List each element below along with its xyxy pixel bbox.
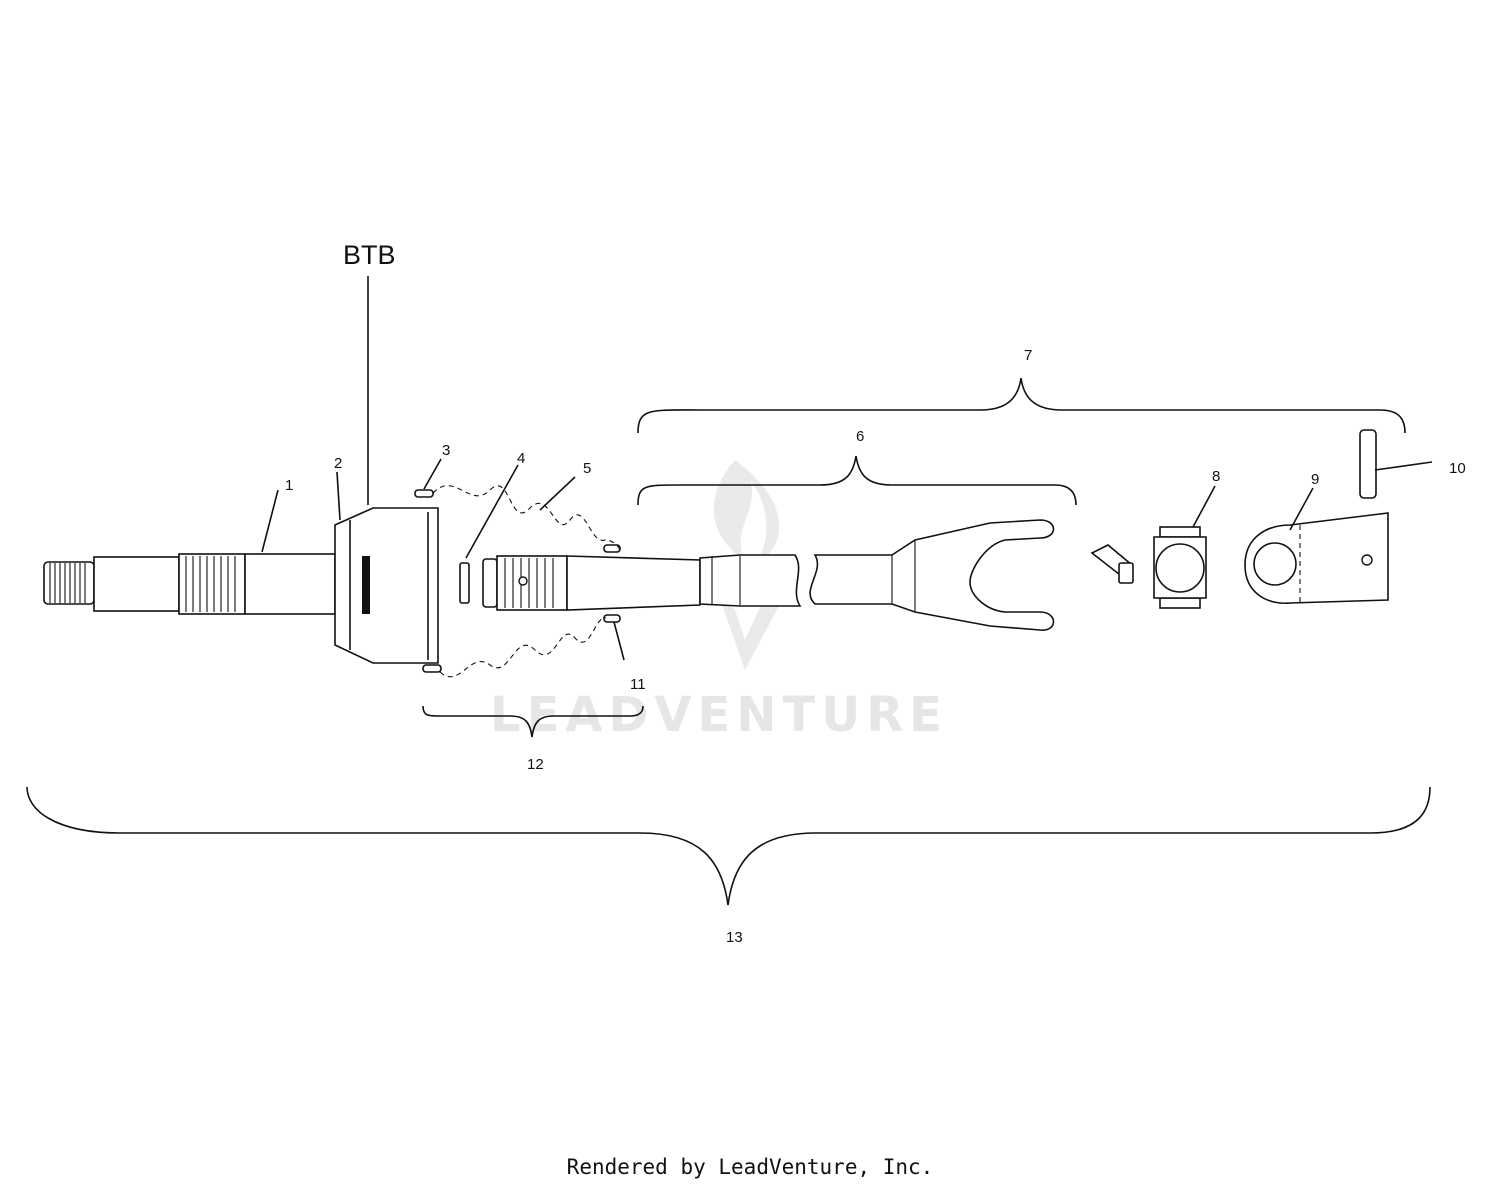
bracket-6 bbox=[637, 455, 1077, 506]
driveshaft-yoke bbox=[699, 519, 1055, 631]
cross-and-bearing bbox=[1090, 526, 1207, 609]
leader-5 bbox=[539, 476, 576, 511]
btb-label: BTB bbox=[343, 240, 396, 270]
callout-6: 6 bbox=[856, 428, 864, 445]
leader-10 bbox=[1374, 461, 1433, 471]
callout-1: 1 bbox=[285, 477, 293, 494]
inner-stub-shaft bbox=[482, 555, 701, 611]
callout-5: 5 bbox=[583, 460, 591, 477]
boot-clamp-upper bbox=[414, 489, 434, 498]
leader-4 bbox=[465, 464, 519, 559]
cv-boot-outline-lower bbox=[439, 617, 607, 678]
leader-9 bbox=[1289, 487, 1314, 531]
callout-4: 4 bbox=[517, 450, 525, 467]
end-yoke bbox=[1244, 512, 1389, 605]
callout-3: 3 bbox=[442, 442, 450, 459]
leader-8 bbox=[1192, 485, 1216, 528]
footer-credit: Rendered by LeadVenture, Inc. bbox=[566, 1155, 934, 1179]
callout-7: 7 bbox=[1024, 347, 1032, 364]
boot-clamp-lower bbox=[422, 664, 442, 673]
axle-shaft bbox=[43, 553, 336, 615]
callout-9: 9 bbox=[1311, 471, 1319, 488]
leader-2 bbox=[336, 471, 341, 521]
callout-2: 2 bbox=[334, 455, 342, 472]
boot-clamp-small-lower bbox=[603, 614, 621, 623]
bracket-12 bbox=[422, 705, 644, 738]
leader-3 bbox=[423, 458, 442, 490]
leader-11 bbox=[613, 621, 625, 661]
callout-12: 12 bbox=[527, 756, 544, 773]
cv-boot-outline bbox=[432, 485, 621, 551]
boot-clamp-small-upper bbox=[603, 544, 621, 553]
callout-8: 8 bbox=[1212, 468, 1220, 485]
callout-13: 13 bbox=[726, 929, 743, 946]
snap-ring bbox=[459, 562, 470, 604]
leader-1 bbox=[261, 489, 279, 553]
callout-10: 10 bbox=[1449, 460, 1466, 477]
watermark-text: LEADVENTURE bbox=[490, 687, 948, 743]
roll-pin bbox=[1359, 429, 1377, 499]
bracket-13 bbox=[26, 786, 1431, 906]
bracket-7 bbox=[637, 377, 1406, 434]
cv-joint-housing bbox=[334, 507, 439, 664]
callout-11: 11 bbox=[630, 676, 646, 693]
